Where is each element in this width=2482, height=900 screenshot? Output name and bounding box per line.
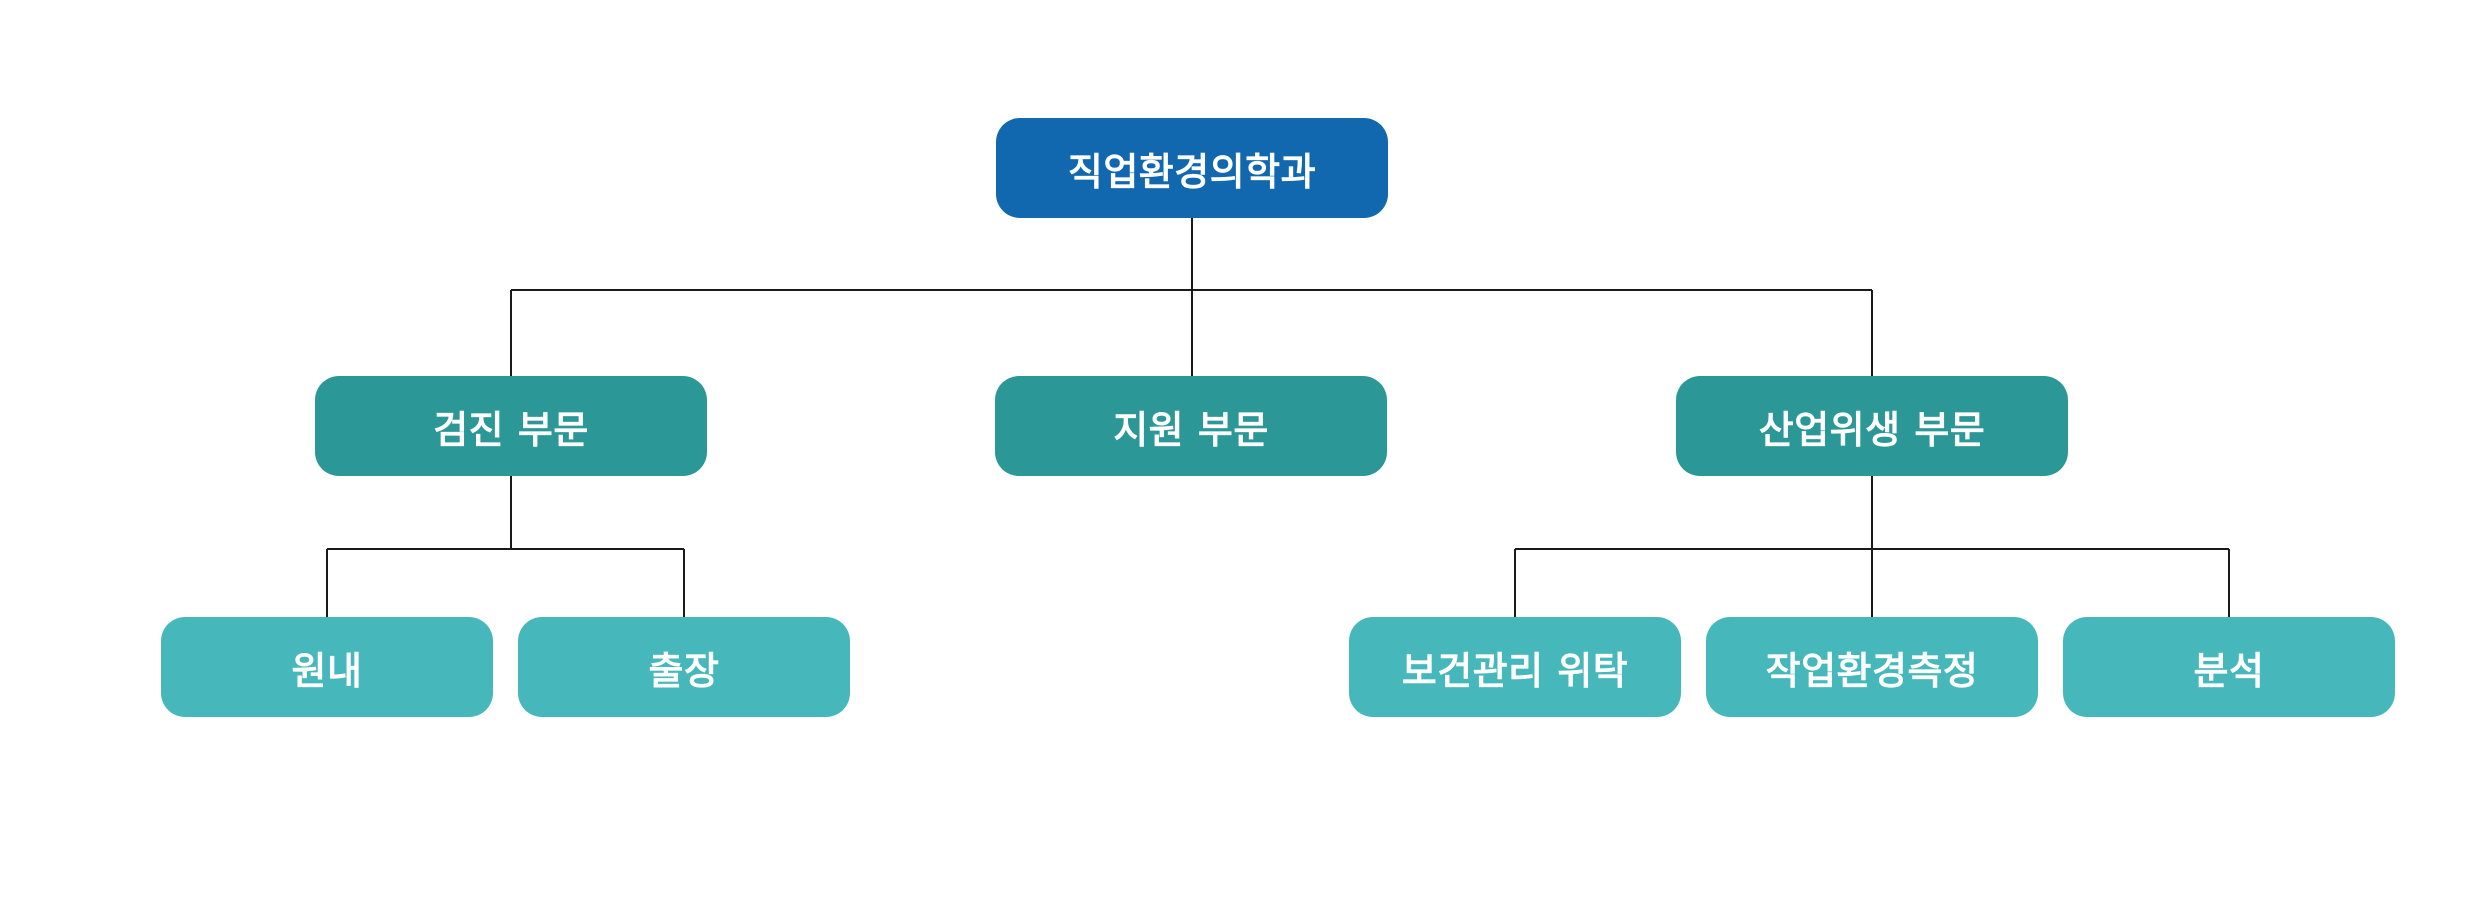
unit-node-analysis: 분석 bbox=[2063, 617, 2395, 717]
unit-node-health-management: 보건관리 위탁 bbox=[1349, 617, 1681, 717]
unit-label: 보건관리 위탁 bbox=[1401, 648, 1629, 693]
division-label: 지원 부문 bbox=[1113, 407, 1269, 452]
unit-label: 원내 bbox=[291, 648, 363, 693]
unit-node-visit: 출장 bbox=[518, 617, 850, 717]
unit-label: 작업환경측정 bbox=[1765, 648, 1979, 693]
division-node-support: 지원 부문 bbox=[995, 376, 1387, 476]
division-label: 검진 부문 bbox=[433, 407, 589, 452]
unit-node-inhouse: 원내 bbox=[161, 617, 493, 717]
division-node-hygiene: 산업위생 부문 bbox=[1676, 376, 2068, 476]
org-root-node: 직업환경의학과 bbox=[996, 118, 1388, 218]
division-label: 산업위생 부문 bbox=[1758, 407, 1986, 452]
unit-node-work-environment-measurement: 작업환경측정 bbox=[1706, 617, 2038, 717]
unit-label: 출장 bbox=[648, 648, 720, 693]
division-node-checkup: 검진 부문 bbox=[315, 376, 707, 476]
unit-label: 분석 bbox=[2193, 648, 2265, 693]
org-root-label: 직업환경의학과 bbox=[1067, 149, 1317, 194]
